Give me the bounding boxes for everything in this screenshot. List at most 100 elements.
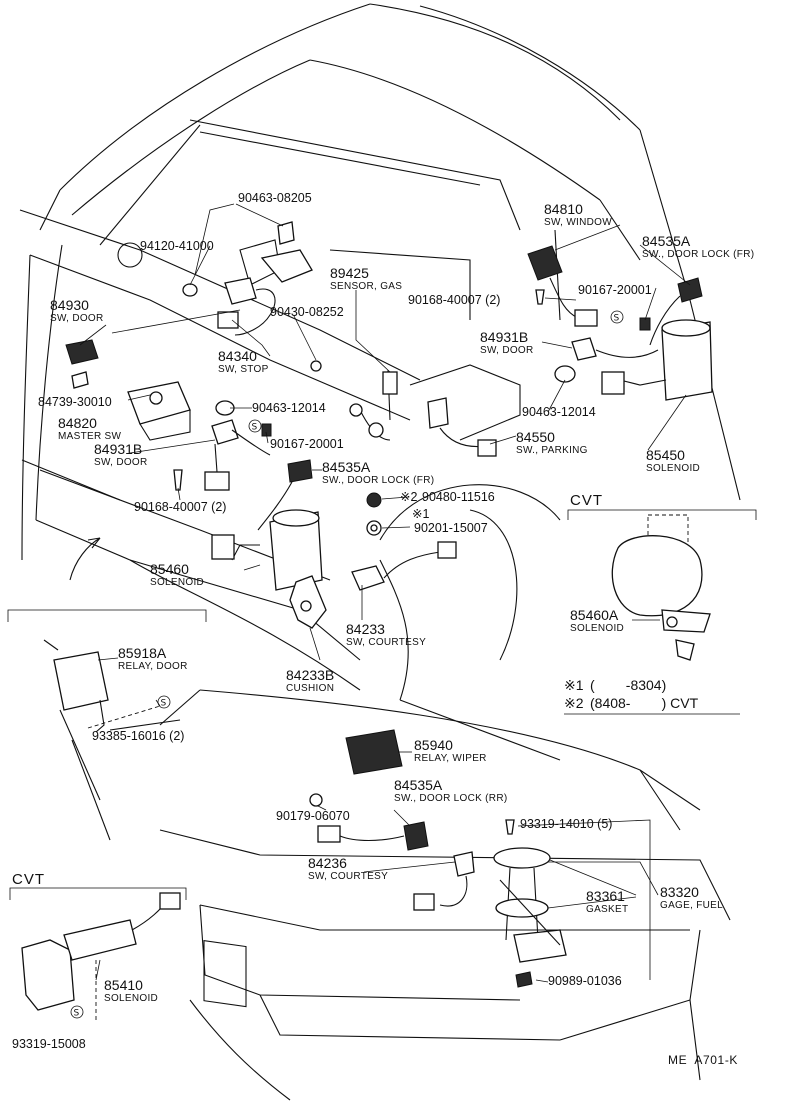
fuel-gage-83320 xyxy=(493,847,551,869)
part-number: 90167-20001 xyxy=(578,283,652,297)
cvt-solenoid-85410 xyxy=(63,919,137,961)
screw-90168-right xyxy=(535,289,545,305)
part-number: 83320 xyxy=(660,884,699,900)
part-number: 93385-16016 (2) xyxy=(92,729,184,743)
annotations: CVT CVT ※1 ( -8304) ※2 (8408- ) CVT ME A… xyxy=(12,492,737,1067)
note-2-mark: ※2 xyxy=(400,490,417,504)
part-number: 84550 xyxy=(516,429,555,445)
part-name: SW., DOOR LOCK (FR) xyxy=(322,475,434,486)
part-number: 90463-12014 xyxy=(252,401,326,415)
part-number: 85450 xyxy=(646,447,685,463)
part-number: 90179-06070 xyxy=(276,809,350,823)
courtesy-switch-84236-connector xyxy=(413,893,435,911)
gas-sensor-89425 xyxy=(382,371,398,395)
courtesy-switch-84233 xyxy=(351,565,385,591)
part-number: 84535A xyxy=(642,233,691,249)
part-number: 84810 xyxy=(544,201,583,217)
part-number: 90463-08205 xyxy=(238,191,312,205)
master-switch-knob xyxy=(149,391,163,405)
solenoid-85460-connector xyxy=(211,534,235,560)
gasket-83361 xyxy=(495,898,549,918)
door-switch-84931b-left xyxy=(211,419,239,445)
part-number: 85918A xyxy=(118,645,167,661)
nut-94120 xyxy=(182,283,198,297)
nut-90179 xyxy=(309,793,323,807)
component-drawings xyxy=(21,221,713,1011)
bolt-symbol-icon: S xyxy=(610,310,624,324)
bolt-symbol-icon: S xyxy=(248,419,262,433)
part-name: SW, WINDOW xyxy=(544,217,612,228)
part-name: SW, DOOR xyxy=(50,313,104,324)
relay-door-85918a xyxy=(53,651,109,711)
part-number: 90167-20001 xyxy=(270,437,344,451)
door-lock-switch-rr xyxy=(403,821,429,851)
part-name: SOLENOID xyxy=(150,577,204,588)
part-number: 90201-15007 xyxy=(414,521,488,535)
screw-90168-left xyxy=(173,469,183,491)
door-lock-switch-fl xyxy=(287,459,313,483)
part-number: 94120-41000 xyxy=(140,239,214,253)
part-name: GAGE, FUEL xyxy=(660,900,723,911)
clip-90463-08205 xyxy=(277,221,295,245)
washer-90430 xyxy=(310,360,322,372)
part-number: 90480-11516 xyxy=(422,490,495,504)
clip-90463-12014-right xyxy=(554,365,576,383)
stop-switch-connector xyxy=(217,311,239,329)
part-number: 84739-30010 xyxy=(38,395,112,409)
svg-text:S: S xyxy=(252,423,258,433)
part-number: 85460 xyxy=(150,561,189,577)
part-name: SENSOR, GAS xyxy=(330,281,402,292)
part-name: SW., DOOR LOCK (FR) xyxy=(642,249,754,260)
clip-90989 xyxy=(515,971,533,988)
part-labels: 90463-08205 94120-41000 84930 SW, DOOR 8… xyxy=(12,191,754,1051)
part-number: 84931B xyxy=(480,329,528,345)
part-name: CUSHION xyxy=(286,683,334,694)
cvt-solenoid-85410-connector xyxy=(159,892,181,910)
part-number: 90989-01036 xyxy=(548,974,622,988)
nut-90480 xyxy=(366,492,382,508)
section-frames xyxy=(7,509,757,900)
part-name: SW, COURTESY xyxy=(308,871,388,882)
parking-switch-connector xyxy=(477,439,497,457)
part-name: SOLENOID xyxy=(570,623,624,634)
cvt-bracket-bottom xyxy=(21,939,75,1011)
clip-84739 xyxy=(71,371,89,389)
svg-text:S: S xyxy=(161,699,167,709)
bolt-symbol-icon: S xyxy=(157,695,171,709)
part-name: SW, STOP xyxy=(218,364,269,375)
relay-wiper-85940 xyxy=(345,729,403,775)
part-name: SW, DOOR xyxy=(94,457,148,468)
part-number: 89425 xyxy=(330,265,369,281)
door-lock-switch-fr xyxy=(677,277,703,303)
note-2-mark: ※2 xyxy=(564,695,584,711)
part-number: 90430-08252 xyxy=(270,305,344,319)
part-number: 85940 xyxy=(414,737,453,753)
part-number: 83361 xyxy=(586,888,625,904)
part-name: SW., DOOR LOCK (RR) xyxy=(394,793,507,804)
part-number: 84233B xyxy=(286,667,334,683)
part-number: 84930 xyxy=(50,297,89,313)
part-number: 84233 xyxy=(346,621,385,637)
part-name: SW, COURTESY xyxy=(346,637,426,648)
cvt-section-header: CVT xyxy=(570,492,603,509)
part-number: 90168-40007 (2) xyxy=(408,293,500,307)
bolt-symbol-icon: S xyxy=(70,1005,84,1019)
part-number: 90463-12014 xyxy=(522,405,596,419)
part-number: 85460A xyxy=(570,607,619,623)
part-name: MASTER SW xyxy=(58,431,122,442)
part-number: 93319-14010 (5) xyxy=(520,817,612,831)
courtesy-switch-connector xyxy=(437,541,457,559)
part-name: RELAY, DOOR xyxy=(118,661,188,672)
part-name: SOLENOID xyxy=(646,463,700,474)
part-name: SW, DOOR xyxy=(480,345,534,356)
screw-93319-14010 xyxy=(505,819,515,835)
door-lock-rr-connector xyxy=(317,825,341,843)
part-number: 93319-15008 xyxy=(12,1037,86,1051)
door-switch-84931b-right xyxy=(571,337,597,361)
part-name: RELAY, WIPER xyxy=(414,753,487,764)
part-number: 90168-40007 (2) xyxy=(134,500,226,514)
clip-90167-right xyxy=(639,317,651,331)
part-name: SOLENOID xyxy=(104,993,158,1004)
door-switch-84930 xyxy=(65,339,99,365)
